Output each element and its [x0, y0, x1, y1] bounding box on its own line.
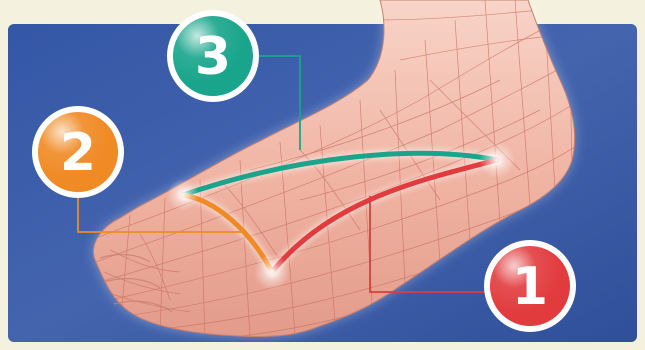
callout-number-1: 1 [512, 257, 548, 317]
arch-point-glow [167, 179, 199, 211]
callout-number-3: 3 [195, 27, 231, 87]
arch-point-glow [254, 254, 290, 290]
callout-badge-1: 1 [484, 240, 576, 332]
arch-point-glow [479, 142, 515, 178]
callout-badge-2: 2 [32, 106, 124, 198]
callout-badge-3: 3 [167, 10, 259, 102]
callout-number-2: 2 [60, 123, 96, 183]
